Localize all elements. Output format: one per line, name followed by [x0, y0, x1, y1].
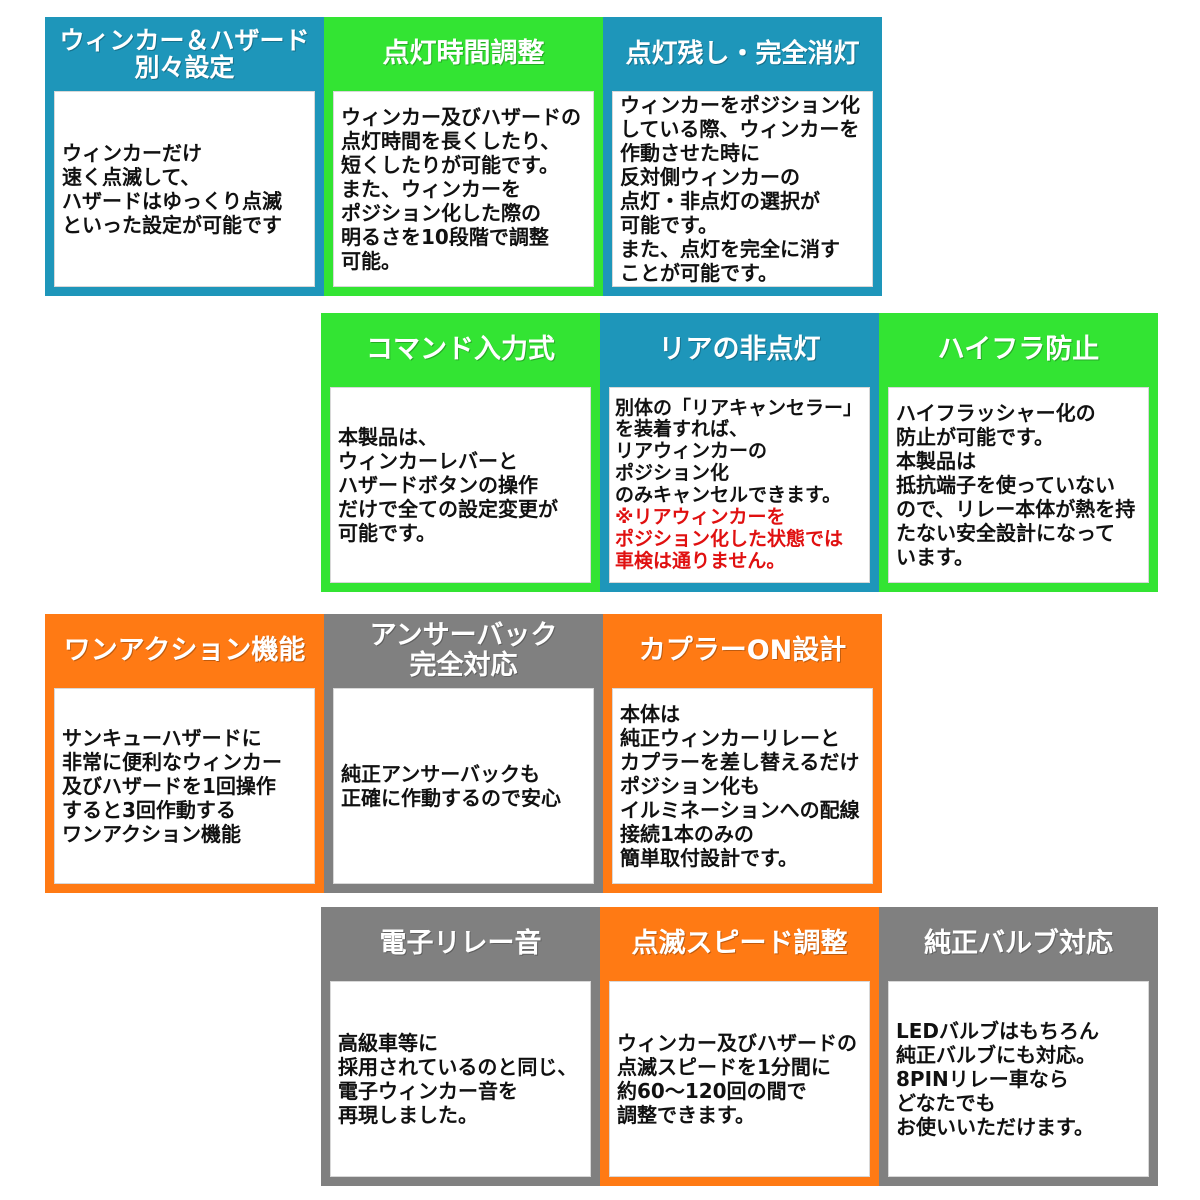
- card-body-text: サンキューハザードに 非常に便利なウィンカー 及びハザードを1回操作 すると3回…: [62, 726, 282, 846]
- feature-card-command-input: コマンド入力式 本製品は、 ウィンカーレバーと ハザードボタンの操作 だけで全て…: [321, 313, 600, 592]
- card-body-text: 本体は 純正ウィンカーリレーと カプラーを差し替えるだけ ポジション化も イルミ…: [620, 702, 860, 870]
- card-title: 点滅スピード調整: [631, 928, 848, 960]
- feature-card-answer-back: アンサーバック 完全対応 純正アンサーバックも 正確に作動するので安心: [324, 614, 603, 893]
- card-body: ハイフラッシャー化の 防止が可能です。 本製品は 抵抗端子を使っていない ので、…: [888, 387, 1149, 583]
- card-body-text: ウィンカー及びハザードの 点滅スピードを1分間に 約60～120回の間で 調整で…: [617, 1031, 857, 1127]
- card-warning-note: ※リアウィンカーを ポジション化した状態では 車検は通りません。: [615, 505, 844, 572]
- card-title: ハイフラ防止: [937, 334, 1100, 366]
- card-title: リアの非点灯: [658, 334, 821, 366]
- card-title: アンサーバック 完全対応: [369, 620, 558, 681]
- feature-card-lighting-time: 点灯時間調整 ウィンカー及びハザードの 点灯時間を長くしたり、 短くしたりが可能…: [324, 17, 603, 296]
- card-title: 純正バルブ対応: [924, 928, 1113, 960]
- card-body: LEDバルブはもちろん 純正バルブにも対応。 8PINリレー車なら どなたでも …: [888, 981, 1149, 1177]
- card-body: 本体は 純正ウィンカーリレーと カプラーを差し替えるだけ ポジション化も イルミ…: [612, 688, 873, 884]
- card-title: 電子リレー音: [379, 928, 542, 960]
- card-body-text: 高級車等に 採用されているのと同じ、 電子ウィンカー音を 再現しました。: [338, 1031, 578, 1127]
- feature-card-electronic-sound: 電子リレー音 高級車等に 採用されているのと同じ、 電子ウィンカー音を 再現しま…: [321, 907, 600, 1186]
- feature-card-one-action: ワンアクション機能 サンキューハザードに 非常に便利なウィンカー 及びハザードを…: [45, 614, 324, 893]
- card-body-text: LEDバルブはもちろん 純正バルブにも対応。 8PINリレー車なら どなたでも …: [896, 1019, 1100, 1139]
- card-body: ウィンカー及びハザードの 点滅スピードを1分間に 約60～120回の間で 調整で…: [609, 981, 870, 1177]
- feature-card-lighting-remain: 点灯残し・完全消灯 ウィンカーをポジション化 している際、ウィンカーを 作動させ…: [603, 17, 882, 296]
- card-body-text: 純正アンサーバックも 正確に作動するので安心: [341, 762, 561, 810]
- feature-card-rear-off: リアの非点灯 別体の「リアキャンセラー」 を装着すれば、 リアウィンカーの ポジ…: [600, 313, 879, 592]
- card-body: 高級車等に 採用されているのと同じ、 電子ウィンカー音を 再現しました。: [330, 981, 591, 1177]
- card-body: ウィンカーをポジション化 している際、ウィンカーを 作動させた時に 反対側ウィン…: [612, 91, 873, 287]
- card-body: ウィンカーだけ 速く点滅して、 ハザードはゆっくり点滅 といった設定が可能です: [54, 91, 315, 287]
- feature-card-hyper-flash: ハイフラ防止 ハイフラッシャー化の 防止が可能です。 本製品は 抵抗端子を使って…: [879, 313, 1158, 592]
- card-body-text: ウィンカーだけ 速く点滅して、 ハザードはゆっくり点滅 といった設定が可能です: [62, 141, 282, 237]
- feature-card-coupler-on: カプラーON設計 本体は 純正ウィンカーリレーと カプラーを差し替えるだけ ポジ…: [603, 614, 882, 893]
- card-body-text: ウィンカーをポジション化 している際、ウィンカーを 作動させた時に 反対側ウィン…: [620, 93, 860, 285]
- card-body-text: 本製品は、 ウィンカーレバーと ハザードボタンの操作 だけで全ての設定変更が 可…: [338, 425, 558, 545]
- card-title: 点灯時間調整: [382, 38, 545, 70]
- card-title: ウィンカー＆ハザード 別々設定: [59, 25, 310, 82]
- card-body: 本製品は、 ウィンカーレバーと ハザードボタンの操作 だけで全ての設定変更が 可…: [330, 387, 591, 583]
- feature-card-flash-speed: 点滅スピード調整 ウィンカー及びハザードの 点滅スピードを1分間に 約60～12…: [600, 907, 879, 1186]
- card-body: 純正アンサーバックも 正確に作動するので安心: [333, 688, 594, 884]
- feature-card-winker-hazard: ウィンカー＆ハザード 別々設定 ウィンカーだけ 速く点滅して、 ハザードはゆっく…: [45, 17, 324, 296]
- card-body: サンキューハザードに 非常に便利なウィンカー 及びハザードを1回操作 すると3回…: [54, 688, 315, 884]
- feature-card-genuine-bulb: 純正バルブ対応 LEDバルブはもちろん 純正バルブにも対応。 8PINリレー車な…: [879, 907, 1158, 1186]
- card-body: 別体の「リアキャンセラー」 を装着すれば、 リアウィンカーの ポジション化 のみ…: [609, 387, 870, 583]
- card-body-text: 別体の「リアキャンセラー」 を装着すれば、 リアウィンカーの ポジション化 のみ…: [615, 396, 863, 506]
- card-title: コマンド入力式: [366, 334, 555, 366]
- card-title: ワンアクション機能: [63, 635, 306, 667]
- card-title: 点灯残し・完全消灯: [625, 38, 860, 69]
- card-body-text: ウィンカー及びハザードの 点灯時間を長くしたり、 短くしたりが可能です。 また、…: [341, 105, 581, 273]
- card-body: ウィンカー及びハザードの 点灯時間を長くしたり、 短くしたりが可能です。 また、…: [333, 91, 594, 287]
- card-body-text: ハイフラッシャー化の 防止が可能です。 本製品は 抵抗端子を使っていない ので、…: [896, 401, 1136, 569]
- card-title: カプラーON設計: [638, 635, 847, 667]
